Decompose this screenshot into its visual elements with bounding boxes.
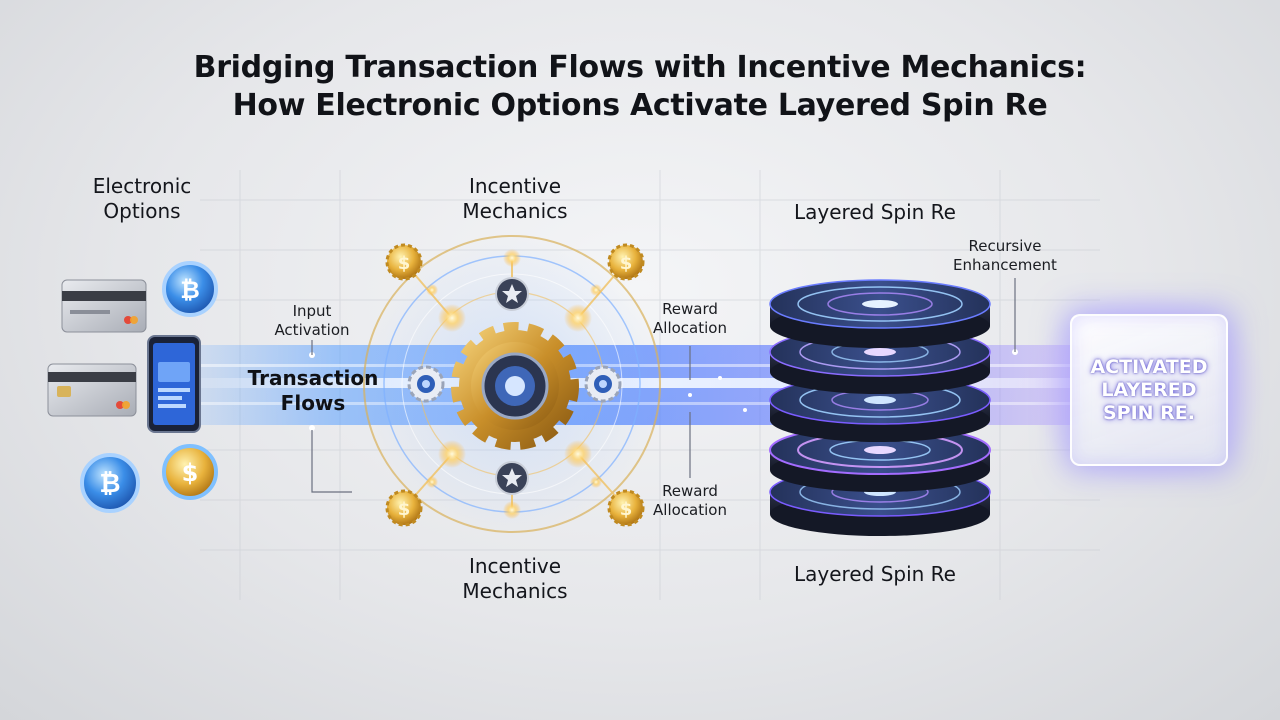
- svg-text:$: $: [620, 499, 633, 520]
- crypto-coin-icon: ₿: [162, 261, 218, 317]
- activated-layered-spin-text: ACTIVATED LAYERED SPIN RE.: [1090, 355, 1208, 424]
- incentive-mechanics-bottom-label: Incentive Mechanics: [462, 554, 568, 603]
- credit-card-icon: [47, 363, 137, 417]
- smartphone-icon: [147, 335, 201, 433]
- svg-text:$: $: [620, 253, 633, 274]
- incentive-mechanics-hub: $ $ $ $: [362, 234, 662, 534]
- recursive-enhancement-label: Recursive Enhancement: [953, 237, 1057, 274]
- transaction-flows-label: Transaction Flows: [247, 366, 379, 415]
- dollar-coin-icon: $: [607, 243, 645, 281]
- svg-text:₿: ₿: [99, 469, 120, 499]
- small-gear-icon: [407, 365, 445, 403]
- connector-lines: [311, 278, 1016, 493]
- star-badge-icon: [495, 461, 529, 495]
- title-line-2: How Electronic Options Activate Layered …: [232, 88, 1048, 123]
- gear-icon: [451, 322, 579, 450]
- layered-disc-stack-icon: [769, 279, 991, 536]
- star-badge-icon: [495, 277, 529, 311]
- small-gear-icon: [584, 365, 622, 403]
- disc-layer: [769, 279, 991, 348]
- dollar-coin-icon: $: [385, 243, 423, 281]
- electronic-options-label: Electronic Options: [92, 174, 192, 223]
- reward-allocation-bottom-label: Reward Allocation: [653, 482, 727, 519]
- input-activation-label: Input Activation: [274, 302, 350, 339]
- svg-text:$: $: [182, 459, 199, 487]
- energy-nodes: [426, 249, 602, 519]
- svg-text:$: $: [398, 253, 411, 274]
- crypto-coin-icon: $: [162, 444, 218, 500]
- disc-layer: [769, 375, 991, 442]
- crypto-coin-icon: ₿: [80, 453, 140, 513]
- layered-spin-bottom-label: Layered Spin Re: [794, 562, 956, 586]
- incentive-mechanics-top-label: Incentive Mechanics: [462, 174, 568, 223]
- dollar-coin-icon: $: [607, 489, 645, 527]
- layered-spin-top-label: Layered Spin Re: [794, 200, 956, 224]
- svg-text:₿: ₿: [180, 276, 200, 304]
- reward-allocation-top-label: Reward Allocation: [653, 300, 727, 337]
- dollar-coin-icon: $: [385, 489, 423, 527]
- activated-layered-spin-box: ACTIVATED LAYERED SPIN RE.: [1070, 314, 1228, 466]
- credit-card-icon: [61, 279, 147, 333]
- svg-text:$: $: [398, 499, 411, 520]
- title-line-1: Bridging Transaction Flows with Incentiv…: [193, 50, 1087, 85]
